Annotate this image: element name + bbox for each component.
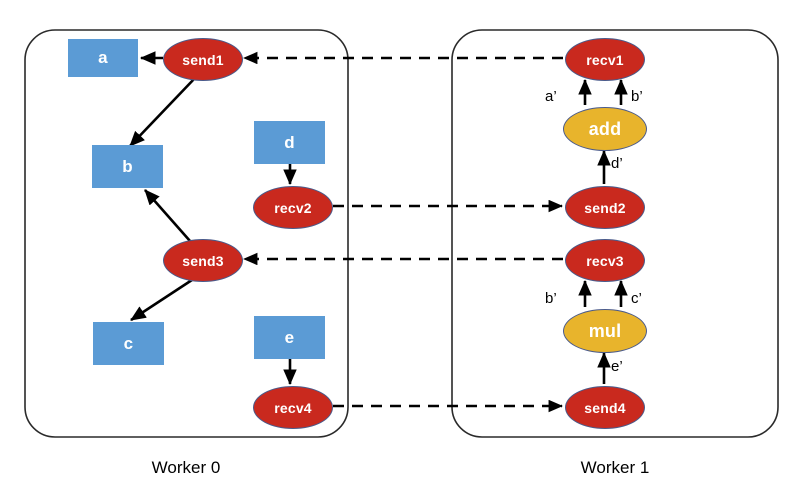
worker0-caption: Worker 0 xyxy=(151,458,221,477)
intra-worker-edges xyxy=(129,51,628,386)
edge-label-b-prime-2: b’ xyxy=(545,290,557,307)
node-worker0-d[interactable]: d xyxy=(254,121,325,164)
worker-panel-worker0 xyxy=(24,29,349,438)
edge-label-c-prime: c’ xyxy=(631,290,642,307)
edge-send3-to-b xyxy=(144,189,191,242)
worker1-caption: Worker 1 xyxy=(580,458,650,477)
node-worker0-c[interactable]: c xyxy=(93,322,164,365)
edge-send1-to-b xyxy=(129,77,196,147)
edge-label-d-prime: d’ xyxy=(611,155,623,172)
edge-send3-to-c xyxy=(130,276,196,322)
node-worker0-a[interactable]: a xyxy=(68,39,138,77)
node-worker0-send1[interactable]: send1 xyxy=(163,38,243,81)
node-worker1-add[interactable]: add xyxy=(563,107,647,151)
cross-worker-edges xyxy=(243,51,563,413)
worker-panel-worker1 xyxy=(451,29,779,438)
edge-label-e-prime: e’ xyxy=(611,358,623,375)
node-worker1-recv3[interactable]: recv3 xyxy=(565,239,645,282)
node-worker1-send2[interactable]: send2 xyxy=(565,186,645,229)
node-worker1-recv1[interactable]: recv1 xyxy=(565,38,645,81)
node-worker0-b[interactable]: b xyxy=(92,145,163,188)
worker-panels xyxy=(24,29,779,438)
node-worker0-recv4[interactable]: recv4 xyxy=(253,386,333,429)
edge-label-a-prime: a’ xyxy=(545,88,557,105)
node-worker0-recv2[interactable]: recv2 xyxy=(253,186,333,229)
node-worker0-e[interactable]: e xyxy=(254,316,325,359)
node-worker1-send4[interactable]: send4 xyxy=(565,386,645,429)
edge-label-b-prime-1: b’ xyxy=(631,88,643,105)
node-worker1-mul[interactable]: mul xyxy=(563,309,647,353)
node-worker0-send3[interactable]: send3 xyxy=(163,239,243,282)
